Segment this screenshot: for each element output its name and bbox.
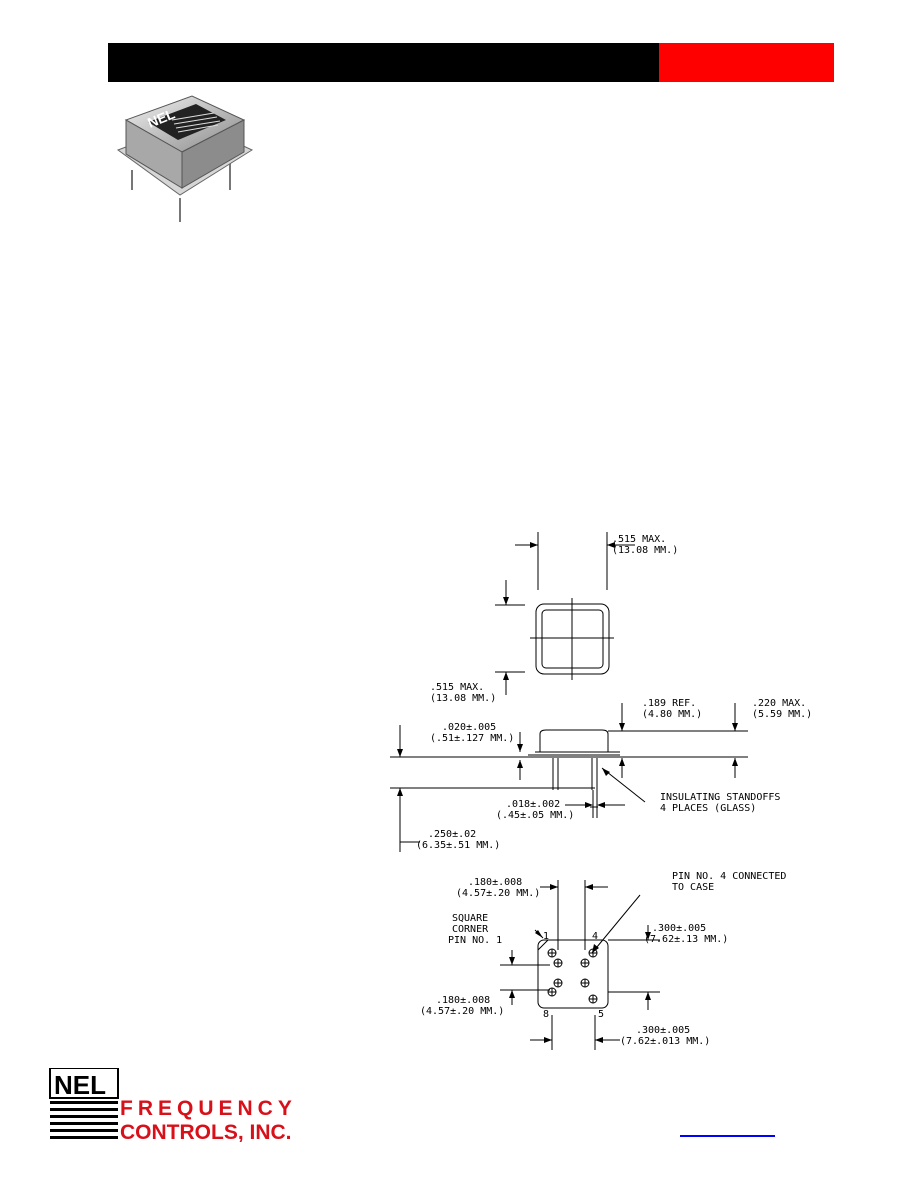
bottom-bottom-spacing-mm: (7.62±.013 MM.) [620, 1036, 710, 1047]
pin-dia-dim-mm: (.45±.05 MM.) [496, 810, 574, 821]
standoff-dim-mm: (.51±.127 MM.) [430, 733, 514, 744]
side-max-dim: .220 MAX. [752, 698, 806, 709]
top-height-dim-mm: (13.08 MM.) [430, 693, 496, 704]
side-ref-dim: .189 REF. [642, 698, 696, 709]
standoff-note-2: 4 PLACES (GLASS) [660, 803, 756, 814]
bottom-top-spacing: .180±.008 [468, 877, 522, 888]
standoff-dim: .020±.005 [442, 722, 496, 733]
pin4-note-2: TO CASE [672, 882, 714, 893]
bottom-left-spacing: .180±.008 [436, 995, 490, 1006]
pin-label-1: 1 [543, 931, 549, 942]
logo-line2: CONTROLS, INC. [120, 1121, 292, 1142]
pin-label-5: 5 [598, 1009, 604, 1020]
bottom-left-spacing-mm: (4.57±.20 MM.) [420, 1006, 504, 1017]
top-height-dim: .515 MAX. [430, 682, 484, 693]
logo-line1: FREQUENCY [120, 1097, 297, 1120]
pin-label-4: 4 [592, 931, 598, 942]
pin-len-dim: .250±.02 [428, 829, 476, 840]
pin4-note-1: PIN NO. 4 CONNECTED [672, 871, 786, 882]
pin-dia-dim: .018±.002 [506, 799, 560, 810]
corner-note-2: CORNER [452, 924, 489, 935]
bottom-right-spacing: .300±.005 [652, 923, 706, 934]
corner-note-3: PIN NO. 1 [448, 935, 502, 946]
top-width-dim-mm: (13.08 MM.) [612, 545, 678, 556]
logo-nel: NEL [54, 1070, 106, 1100]
top-width-dim: .515 MAX. [612, 534, 666, 545]
pin-label-8: 8 [543, 1009, 549, 1020]
bottom-top-spacing-mm: (4.57±.20 MM.) [456, 888, 540, 899]
standoff-note-1: INSULATING STANDOFFS [660, 792, 780, 803]
bottom-bottom-spacing: .300±.005 [636, 1025, 690, 1036]
product-photo: NEL [116, 95, 254, 222]
bottom-right-spacing-mm: (7.62±.13 MM.) [644, 934, 728, 945]
mechanical-drawing: .515 MAX. (13.08 MM.) .515 MAX. (13.08 M… [390, 532, 812, 1050]
corner-note-1: SQUARE [452, 913, 488, 924]
header-accent [659, 43, 834, 82]
header-bar [108, 43, 659, 82]
link-underline[interactable] [680, 1135, 775, 1137]
side-ref-dim-mm: (4.80 MM.) [642, 709, 702, 720]
side-max-dim-mm: (5.59 MM.) [752, 709, 812, 720]
company-logo: NEL FREQUENCY CONTROLS, INC. [49, 1068, 297, 1142]
pin-len-dim-mm: (6.35±.51 MM.) [416, 840, 500, 851]
